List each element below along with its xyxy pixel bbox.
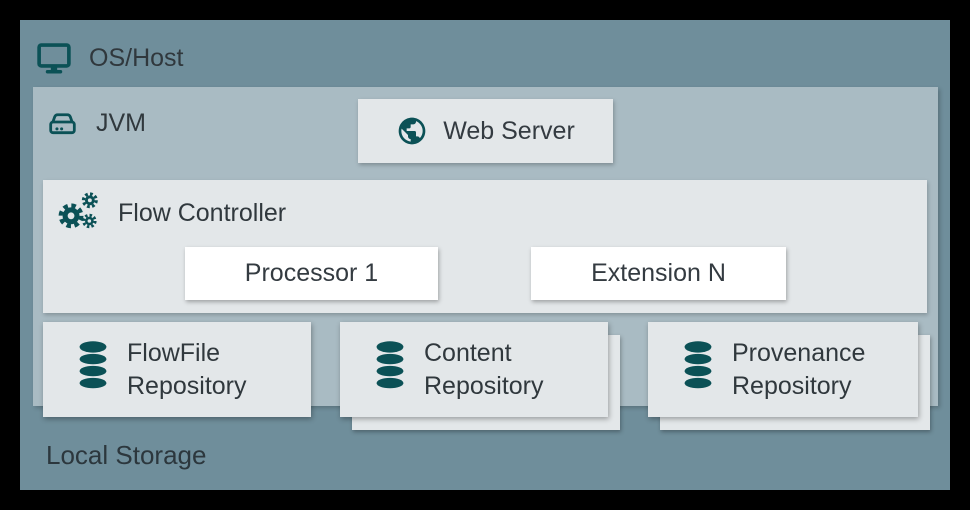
monitor-icon	[37, 43, 71, 74]
database-icon	[79, 340, 107, 388]
database-icon	[376, 340, 404, 388]
os-host-header: OS/Host	[35, 36, 183, 80]
jvm-label: JVM	[96, 108, 146, 137]
gears-icon	[58, 192, 98, 229]
web-server-label: Web Server	[443, 116, 575, 145]
processor-box: Processor 1	[185, 247, 438, 300]
extension-box: Extension N	[531, 247, 786, 300]
provenance-repository-box: Provenance Repository	[648, 322, 918, 417]
extension-label: Extension N	[591, 259, 726, 287]
provenance-repository-label: Provenance Repository	[732, 338, 866, 400]
content-repository-label: Content Repository	[424, 338, 544, 400]
flow-controller-header: Flow Controller	[56, 190, 286, 236]
flowfile-repository-box: FlowFile Repository	[43, 322, 311, 417]
database-icon	[684, 340, 712, 388]
processor-label: Processor 1	[244, 259, 379, 287]
jvm-header: JVM	[45, 104, 146, 142]
flow-controller-label: Flow Controller	[118, 198, 287, 227]
os-host-container: OS/Host JVM Web Server	[20, 20, 950, 490]
web-server-box: Web Server	[358, 99, 613, 163]
content-repository-box: Content Repository	[340, 322, 608, 417]
flow-controller-box: Flow Controller Processor 1 Extension N	[43, 180, 927, 313]
globe-icon	[398, 117, 426, 145]
local-storage-label: Local Storage	[46, 440, 207, 470]
storage-drive-icon	[49, 112, 76, 134]
os-host-label: OS/Host	[89, 43, 184, 72]
flowfile-repository-label: FlowFile Repository	[127, 338, 247, 400]
